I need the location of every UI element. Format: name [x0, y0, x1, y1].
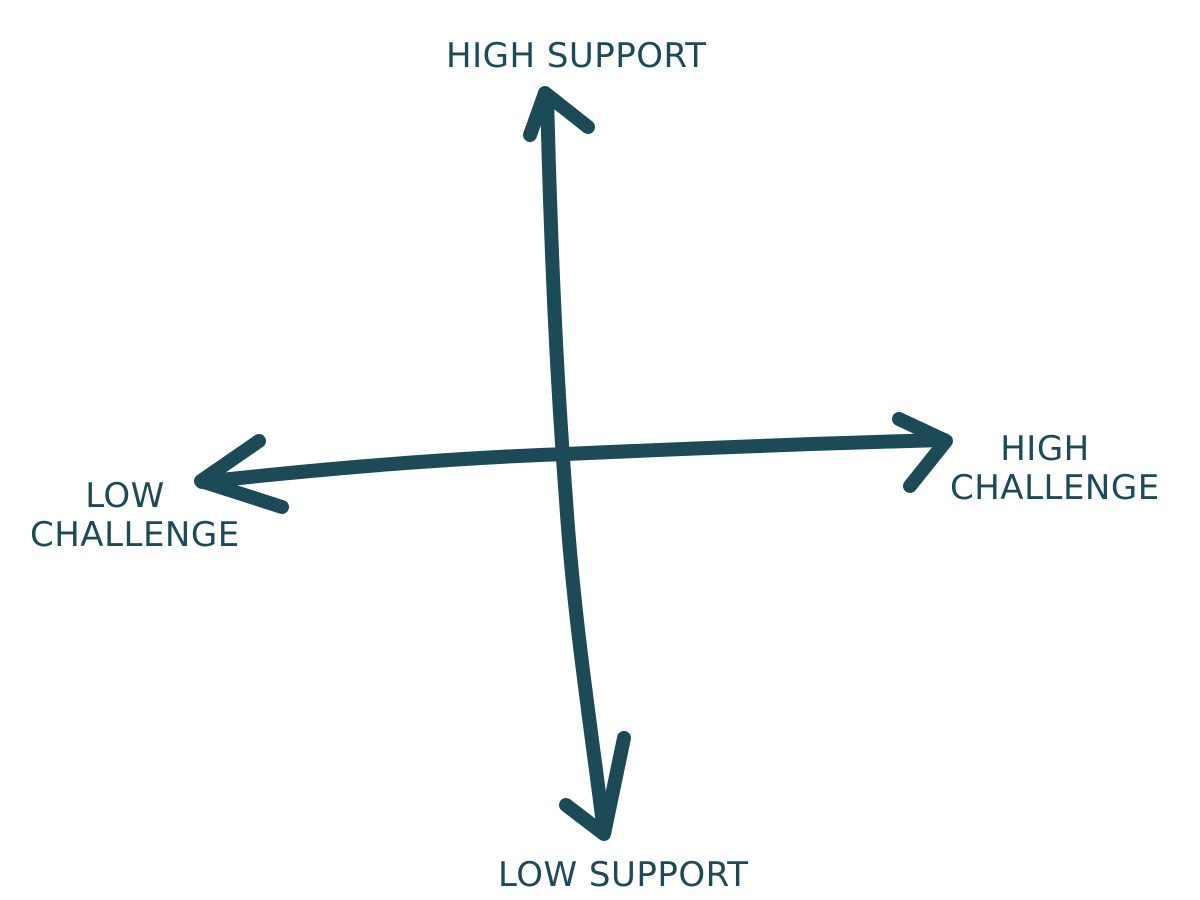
down-arrowhead-icon	[559, 731, 631, 841]
high-challenge-line-1: HIGH	[1000, 429, 1090, 469]
high-challenge-line-2: CHALLENGE	[950, 468, 1160, 508]
low-support-text: LOW SUPPORT	[498, 855, 749, 895]
left-arrowhead-icon	[194, 434, 289, 514]
high-support-label: HIGH SUPPORT	[446, 37, 706, 76]
low-support-label: LOW SUPPORT	[498, 856, 749, 895]
high-support-text: HIGH SUPPORT	[446, 36, 707, 76]
right-arrowhead-icon	[892, 412, 953, 493]
up-arrowhead-icon	[523, 86, 595, 142]
horizontal-axis-line	[195, 433, 951, 489]
low-challenge-line-1: LOW	[85, 476, 165, 516]
high-challenge-label: HIGH CHALLENGE	[950, 429, 1160, 508]
low-challenge-label: LOW CHALLENGE	[30, 476, 240, 555]
vertical-axis-line	[540, 88, 611, 839]
low-challenge-line-2: CHALLENGE	[30, 515, 240, 555]
